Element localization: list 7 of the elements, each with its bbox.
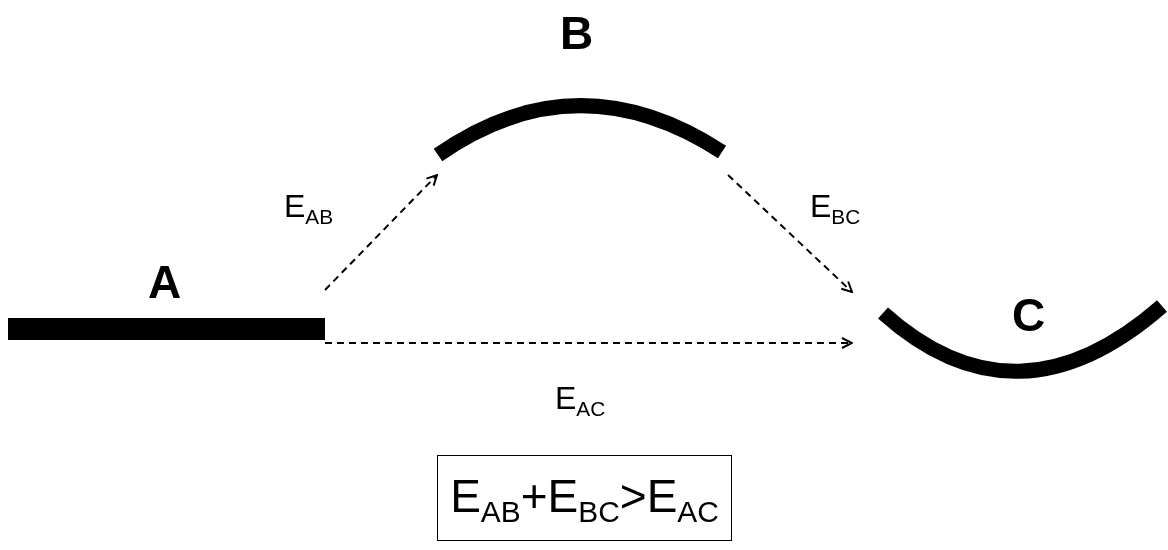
equation-box: E$_{AB}$+E$_{BC}$>E$_{AC}$ [437,455,732,541]
arrow [324,174,438,291]
arrow [324,337,853,349]
state-label: A [148,257,182,307]
arrow [727,174,853,293]
state-label: B [560,8,594,58]
state-label: C [1012,290,1046,340]
